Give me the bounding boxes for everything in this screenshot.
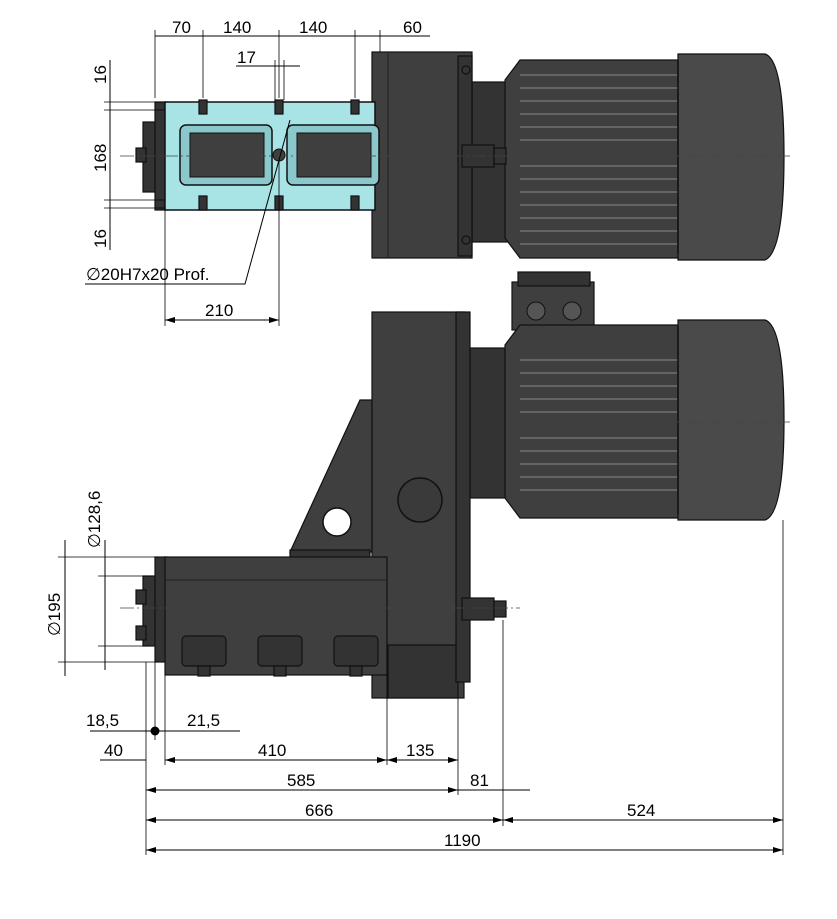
dim-16-top: 16 bbox=[91, 65, 110, 84]
top-view: 70 140 140 60 17 16 168 16 ∅20H7x20 Prof… bbox=[85, 18, 790, 326]
motor-top bbox=[469, 53, 785, 261]
dim-17: 17 bbox=[237, 48, 256, 67]
dim-410: 410 bbox=[258, 741, 286, 760]
dim-81: 81 bbox=[470, 771, 489, 790]
dim-18-5: 18,5 bbox=[86, 711, 119, 730]
motor-side bbox=[469, 319, 785, 521]
pump-head-top bbox=[135, 99, 380, 211]
dim-140-right: 140 bbox=[299, 18, 327, 37]
dim-585: 585 bbox=[287, 771, 315, 790]
dim-524: 524 bbox=[627, 801, 655, 820]
dim-40: 40 bbox=[104, 741, 123, 760]
pump-head-side bbox=[135, 549, 388, 677]
dim-1190: 1190 bbox=[444, 831, 481, 850]
dim-16-bottom: 16 bbox=[91, 229, 110, 248]
dim-60: 60 bbox=[403, 18, 422, 37]
dim-135: 135 bbox=[406, 741, 434, 760]
dim-dia-195: ∅195 bbox=[45, 593, 64, 636]
dim-dia-128-6: ∅128,6 bbox=[85, 491, 104, 548]
dim-210: 210 bbox=[205, 301, 233, 320]
dim-70: 70 bbox=[172, 18, 191, 37]
side-view: ∅128,6 ∅195 18,5 21,5 40 410 135 585 81 … bbox=[45, 271, 790, 855]
dim-666: 666 bbox=[305, 801, 333, 820]
dim-21-5: 21,5 bbox=[187, 711, 220, 730]
bore-callout: ∅20H7x20 Prof. bbox=[86, 265, 209, 284]
dim-168: 168 bbox=[91, 144, 110, 172]
dim-140-left: 140 bbox=[223, 18, 251, 37]
